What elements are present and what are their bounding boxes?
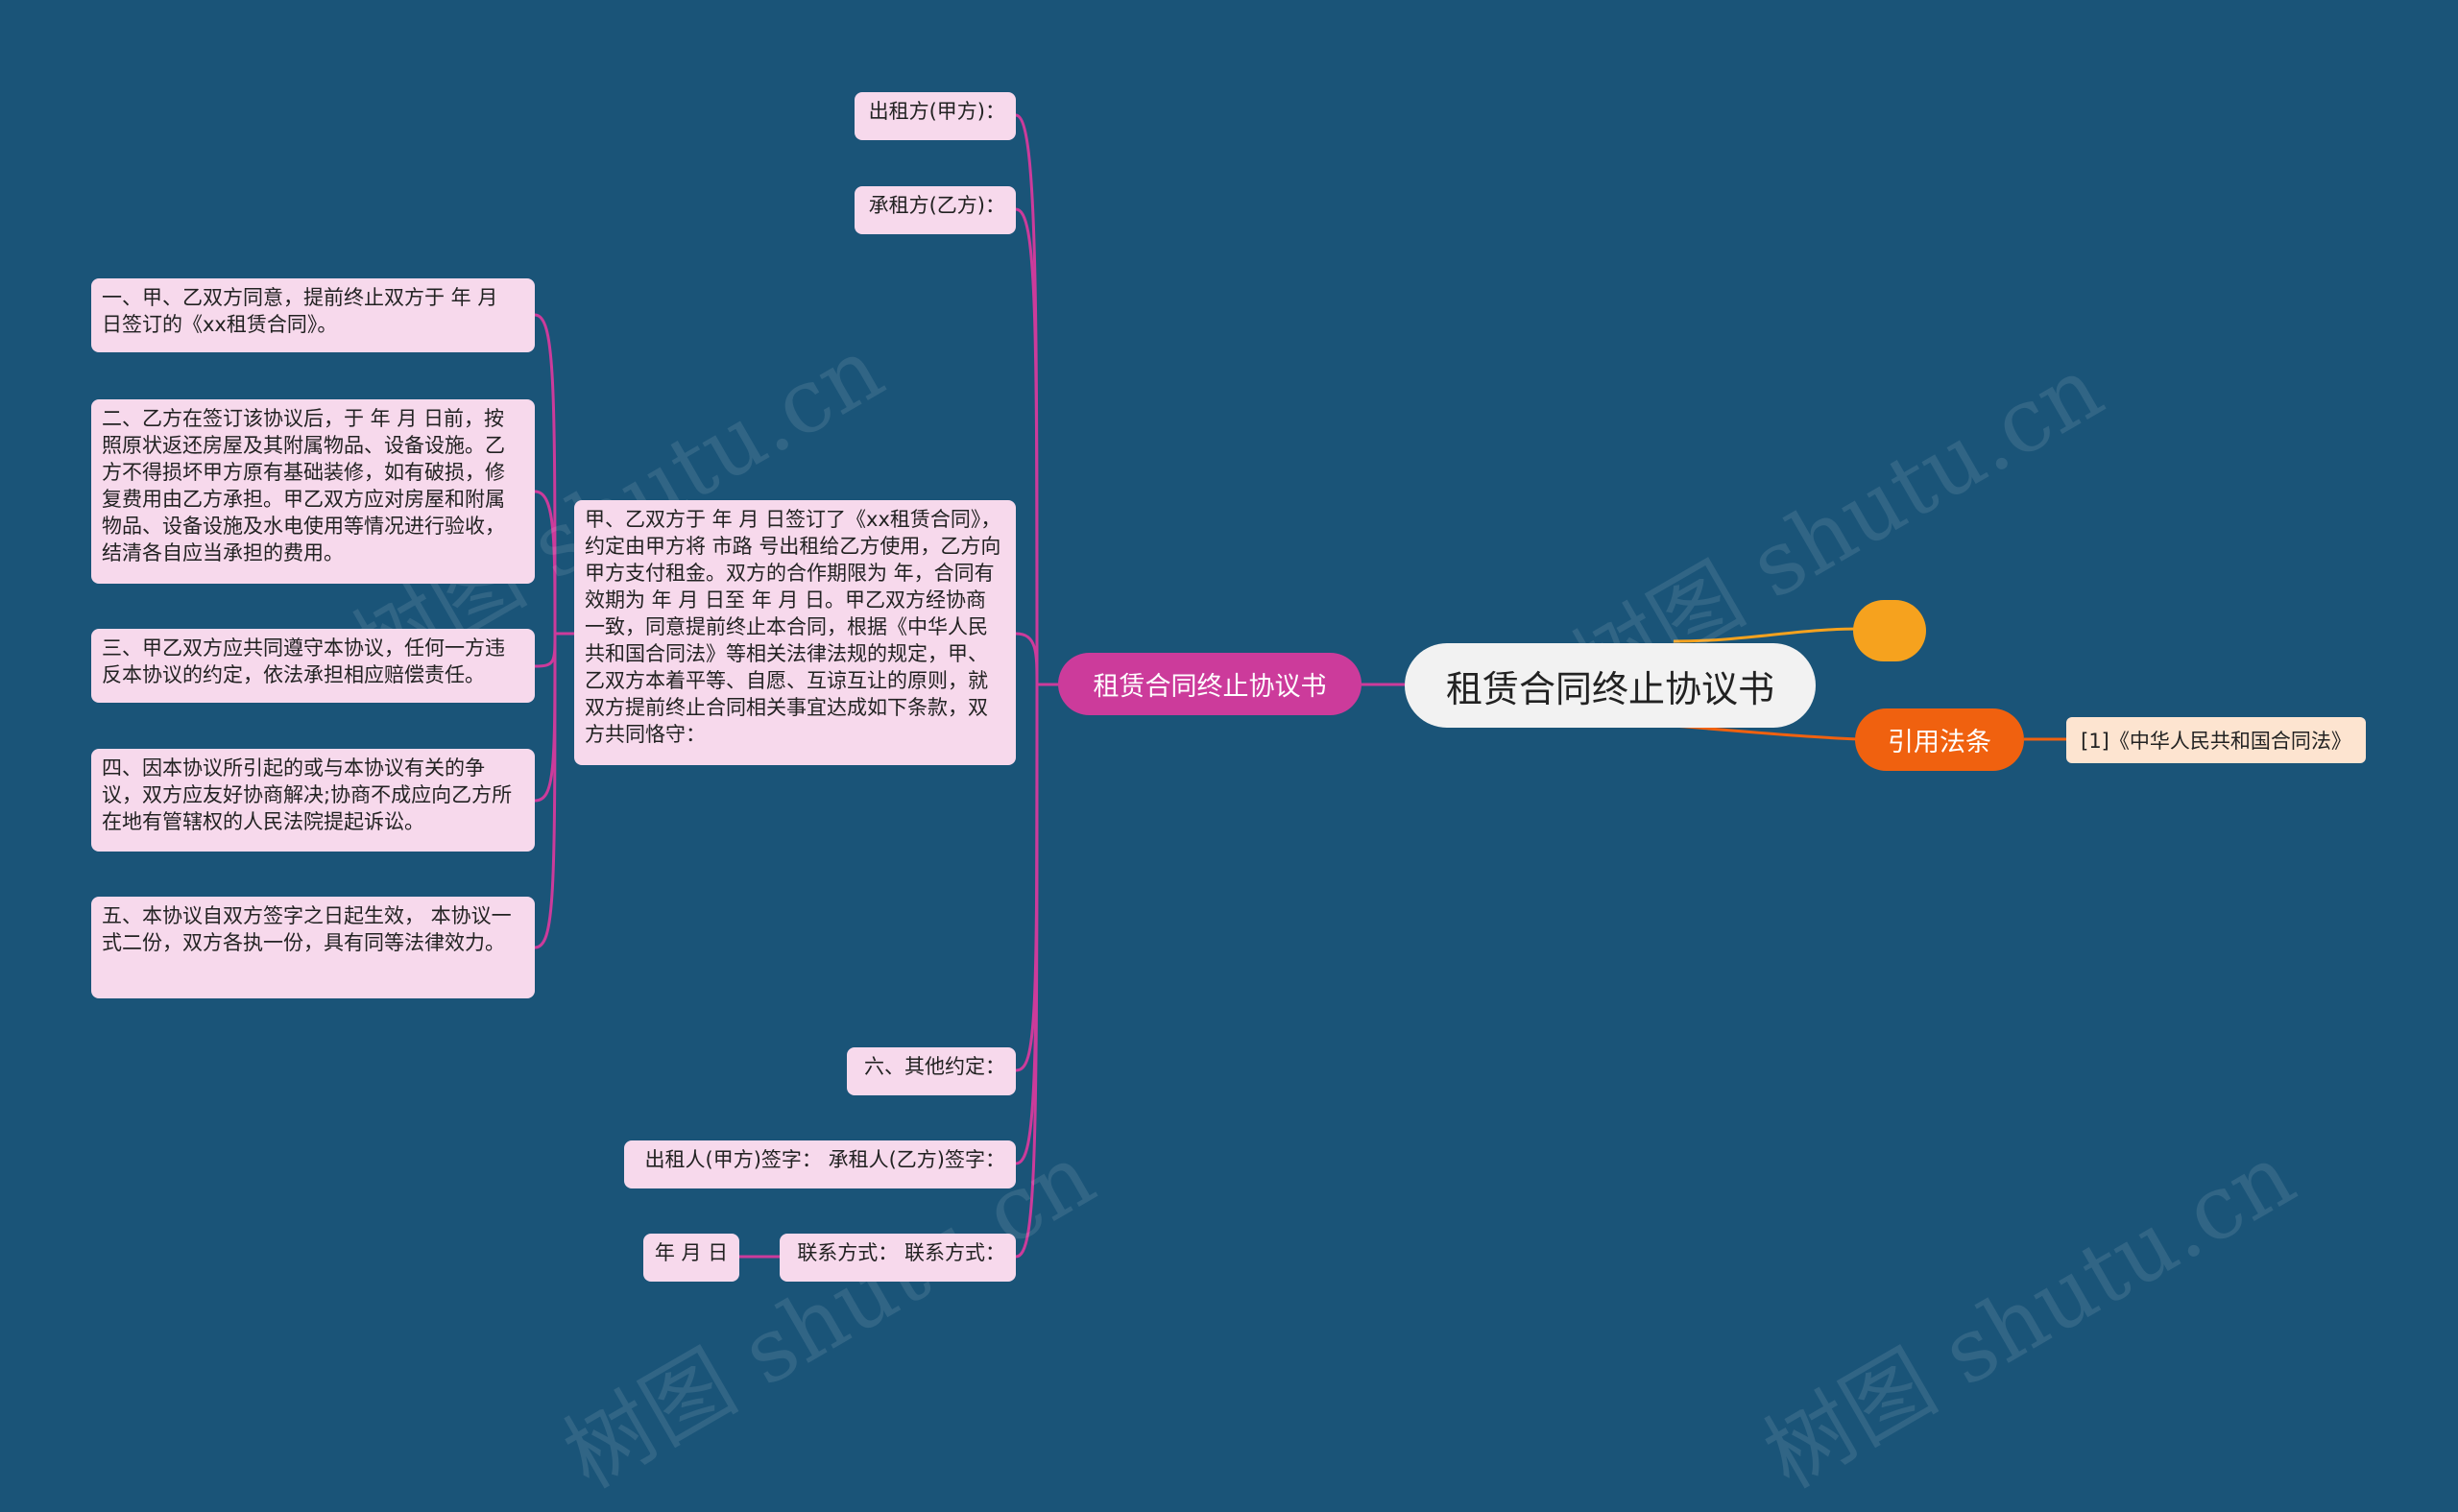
clause2-leaf[interactable]: 二、乙方在签订该协议后，于 年 月 日前，按照原状返还房屋及其附属物品、设备设施… [91, 399, 535, 584]
root-topic[interactable]: 租赁合同终止协议书 [1405, 643, 1816, 728]
connector-to-lessee [1015, 207, 1039, 685]
connector-lines [534, 113, 2066, 1259]
mindmap-canvas: 树图 shutu.cn 树图 shutu.cn 树图 shutu.cn 树图 s… [91, 92, 2366, 1508]
lessor-leaf[interactable]: 出租方(甲方)： [855, 92, 1016, 140]
clause4-leaf[interactable]: 四、因本协议所引起的或与本协议有关的争议，双方应友好协商解决;协商不成应向乙方所… [91, 749, 535, 852]
lessee-leaf[interactable]: 承租方(乙方)： [855, 186, 1016, 234]
connector-to-clause2 [534, 490, 557, 635]
connector-to-clause5 [534, 633, 557, 949]
contact-leaf[interactable]: 联系方式： 联系方式： [780, 1234, 1016, 1282]
clause6-leaf[interactable]: 六、其他约定： [847, 1047, 1016, 1095]
date-leaf[interactable]: 年 月 日 [643, 1234, 739, 1282]
connector-to-preamble [1015, 632, 1039, 685]
preamble-leaf[interactable]: 甲、乙双方于 年 月 日签订了《xx租赁合同》，约定由甲方将 市路 号出租给乙方… [574, 500, 1016, 765]
connector-to-contact [1015, 684, 1039, 1259]
main-branch[interactable]: 租赁合同终止协议书 [1058, 653, 1362, 715]
connector-to-signatures [1015, 684, 1039, 1165]
clause1-leaf[interactable]: 一、甲、乙双方同意，提前终止双方于 年 月 日签订的《xx租赁合同》。 [91, 278, 535, 352]
empty-topic-dot-icon[interactable] [1853, 600, 1926, 661]
connector-root-citation [1673, 724, 1861, 741]
connector-to-clause3 [534, 633, 557, 668]
connector-to-clause6 [1015, 684, 1039, 1072]
connector-root-dot [1673, 627, 1861, 643]
clause3-leaf[interactable]: 三、甲乙双方应共同遵守本协议，任何一方违反本协议的约定，依法承担相应赔偿责任。 [91, 629, 535, 703]
citation-branch[interactable]: 引用法条 [1855, 708, 2024, 771]
clause5-leaf[interactable]: 五、本协议自双方签字之日起生效， 本协议一式二份，双方各执一份，具有同等法律效力… [91, 897, 535, 998]
citation-item[interactable]: [1]《中华人民共和国合同法》 [2066, 717, 2366, 763]
signatures-leaf[interactable]: 出租人(甲方)签字： 承租人(乙方)签字： [624, 1140, 1016, 1188]
connector-to-lessor [1015, 113, 1039, 685]
connector-to-clause1 [534, 313, 557, 635]
